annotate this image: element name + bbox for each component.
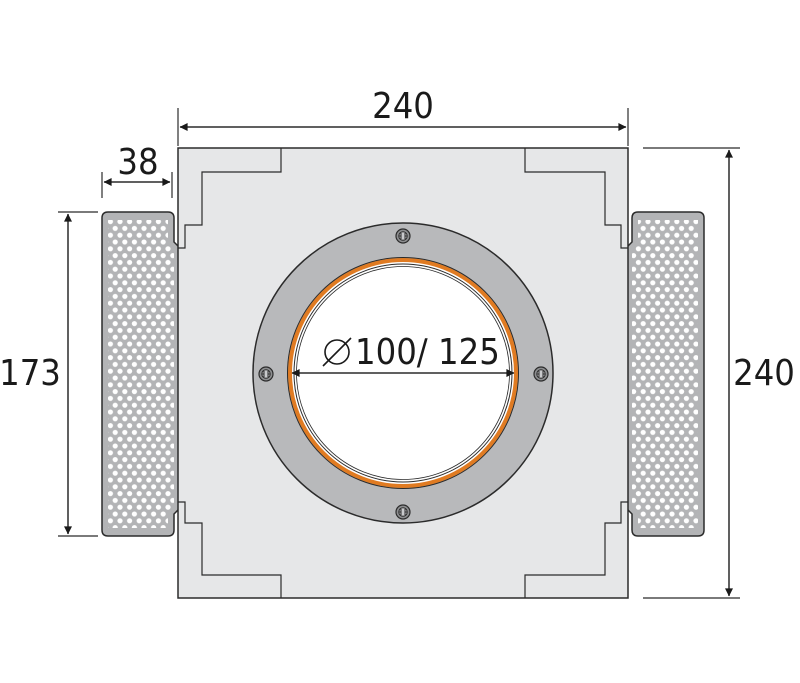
left-side-grille: [101, 211, 181, 537]
diameter-symbol-icon: [322, 337, 352, 367]
label-diameter: 100/ 125: [355, 332, 500, 373]
dimension-grille-width: 38: [101, 142, 173, 198]
right-side-grille: [625, 211, 705, 537]
dimension-grille-height: 173: [0, 211, 98, 537]
screw-right-icon: [533, 366, 549, 382]
screw-left-icon: [258, 366, 274, 382]
label-right-height: 240: [733, 353, 795, 394]
label-top-width: 240: [372, 86, 434, 127]
dimension-top-width: 240: [177, 86, 629, 146]
screw-top-icon: [395, 228, 411, 244]
label-grille-height: 173: [0, 353, 61, 394]
dimension-diameter: 100/ 125: [291, 332, 515, 377]
label-grille-width: 38: [117, 142, 158, 183]
dimension-right-height: 240: [643, 147, 795, 599]
screw-bottom-icon: [395, 504, 411, 520]
